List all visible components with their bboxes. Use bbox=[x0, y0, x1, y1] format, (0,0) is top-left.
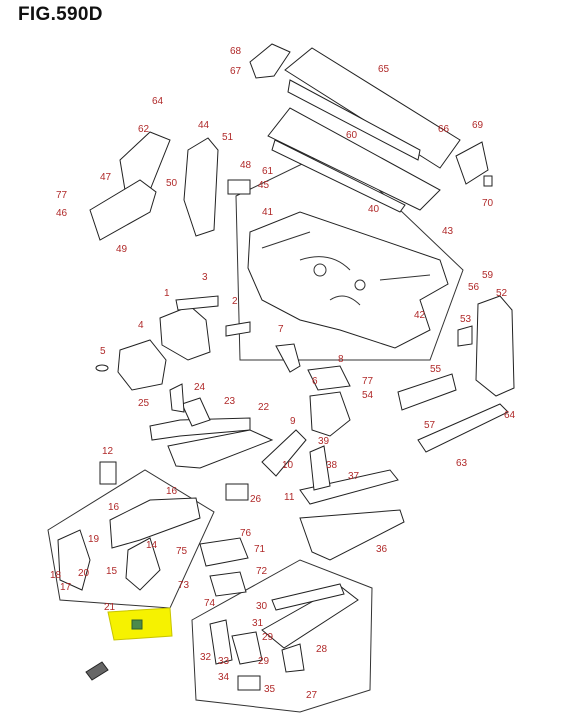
label-35: 35 bbox=[264, 684, 276, 695]
label-46: 46 bbox=[56, 208, 68, 219]
label-39: 39 bbox=[318, 436, 330, 447]
label-73: 73 bbox=[178, 580, 190, 591]
label-70: 70 bbox=[482, 198, 494, 209]
label-64a: 64 bbox=[152, 96, 164, 107]
front-floor-members bbox=[57, 383, 274, 591]
label-62: 62 bbox=[138, 124, 150, 135]
left-side-members bbox=[89, 131, 251, 241]
label-29b: 29 bbox=[258, 656, 270, 667]
label-31: 31 bbox=[252, 618, 264, 629]
label-11: 11 bbox=[284, 492, 295, 503]
label-29: 29 bbox=[262, 632, 274, 643]
label-36: 36 bbox=[376, 544, 388, 555]
label-42: 42 bbox=[414, 310, 426, 321]
label-52: 52 bbox=[496, 288, 508, 299]
label-63: 63 bbox=[456, 458, 468, 469]
dash-panel bbox=[247, 211, 449, 349]
label-44: 44 bbox=[198, 120, 210, 131]
label-16: 16 bbox=[166, 486, 178, 497]
label-55: 55 bbox=[430, 364, 442, 375]
middle-brackets bbox=[95, 295, 351, 437]
label-54: 54 bbox=[362, 390, 374, 401]
highlighted-part[interactable] bbox=[107, 607, 173, 641]
label-65: 65 bbox=[378, 64, 390, 75]
label-27: 27 bbox=[306, 690, 318, 701]
label-66: 66 bbox=[438, 124, 450, 135]
label-69: 69 bbox=[472, 120, 484, 131]
label-77a: 77 bbox=[56, 190, 68, 201]
part-labels: 68 67 65 64 62 44 51 60 66 69 48 61 47 5… bbox=[50, 46, 516, 701]
label-20: 20 bbox=[78, 568, 90, 579]
label-47: 47 bbox=[100, 172, 112, 183]
label-57: 57 bbox=[424, 420, 436, 431]
label-14: 14 bbox=[146, 540, 158, 551]
label-71: 71 bbox=[254, 544, 266, 555]
label-7: 7 bbox=[278, 324, 284, 335]
label-40: 40 bbox=[368, 204, 380, 215]
label-26: 26 bbox=[250, 494, 262, 505]
label-49: 49 bbox=[116, 244, 128, 255]
label-61: 61 bbox=[262, 166, 274, 177]
label-9: 9 bbox=[290, 416, 296, 427]
label-21: 21 bbox=[104, 602, 116, 613]
label-56: 56 bbox=[468, 282, 480, 293]
bracket-cluster bbox=[199, 537, 249, 597]
label-10: 10 bbox=[282, 460, 294, 471]
label-3: 3 bbox=[202, 272, 208, 283]
label-25: 25 bbox=[138, 398, 150, 409]
label-64b: 64 bbox=[504, 410, 516, 421]
label-41: 41 bbox=[262, 207, 274, 218]
label-18: 18 bbox=[50, 570, 62, 581]
label-15: 15 bbox=[106, 566, 118, 577]
label-72: 72 bbox=[256, 566, 268, 577]
label-22: 22 bbox=[258, 402, 270, 413]
cowl-panel-upper bbox=[267, 47, 461, 213]
label-59: 59 bbox=[482, 270, 494, 281]
label-33: 33 bbox=[218, 656, 230, 667]
label-74: 74 bbox=[204, 598, 216, 609]
label-23: 23 bbox=[224, 396, 236, 407]
label-50: 50 bbox=[166, 178, 178, 189]
label-67: 67 bbox=[230, 66, 242, 77]
upper-small-parts bbox=[249, 43, 493, 187]
label-5: 5 bbox=[100, 346, 106, 357]
label-12: 12 bbox=[102, 446, 114, 457]
label-51: 51 bbox=[222, 132, 234, 143]
label-60: 60 bbox=[346, 130, 358, 141]
side-sill-members bbox=[225, 429, 405, 561]
label-75: 75 bbox=[176, 546, 188, 557]
label-76: 76 bbox=[240, 528, 252, 539]
right-side-members bbox=[397, 295, 515, 453]
front-arrow-icon bbox=[85, 661, 109, 681]
label-77b: 77 bbox=[362, 376, 374, 387]
label-16b: 16 bbox=[108, 502, 120, 513]
label-53: 53 bbox=[460, 314, 472, 325]
label-19: 19 bbox=[88, 534, 100, 545]
label-45: 45 bbox=[258, 180, 270, 191]
label-6: 6 bbox=[312, 376, 318, 387]
label-38: 38 bbox=[326, 460, 338, 471]
label-17: 17 bbox=[60, 582, 72, 593]
label-37: 37 bbox=[348, 471, 360, 482]
label-1: 1 bbox=[164, 288, 170, 299]
label-68: 68 bbox=[230, 46, 242, 57]
label-8: 8 bbox=[338, 354, 344, 365]
label-28: 28 bbox=[316, 644, 328, 655]
label-32: 32 bbox=[200, 652, 212, 663]
label-48: 48 bbox=[240, 160, 252, 171]
label-2: 2 bbox=[232, 296, 238, 307]
label-34: 34 bbox=[218, 672, 230, 683]
label-4: 4 bbox=[138, 320, 144, 331]
figure-title: FIG.590D bbox=[18, 4, 103, 25]
rear-floor-members bbox=[209, 583, 359, 691]
label-30: 30 bbox=[256, 601, 268, 612]
label-24: 24 bbox=[194, 382, 206, 393]
label-43: 43 bbox=[442, 226, 454, 237]
